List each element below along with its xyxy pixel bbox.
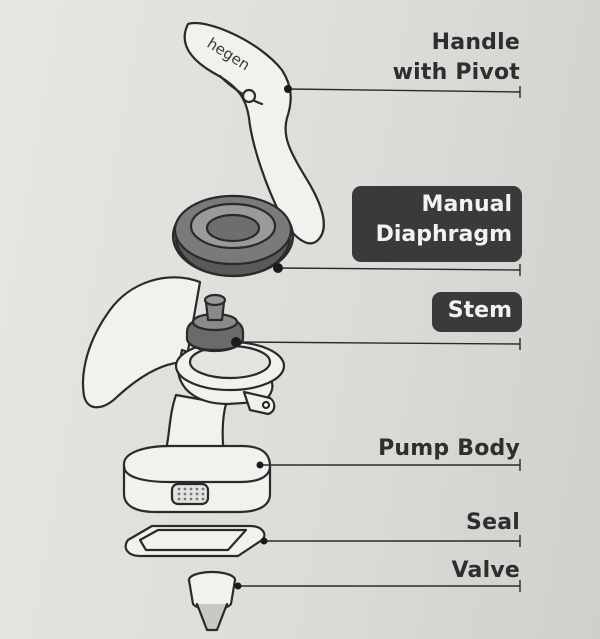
leader-dots xyxy=(231,85,292,590)
label-diaphragm-line1: Manual xyxy=(421,192,512,217)
valve-part xyxy=(187,570,237,632)
label-valve: Valve xyxy=(451,558,520,583)
label-handle-line2: with Pivot xyxy=(392,60,520,85)
label-stem: Stem xyxy=(432,292,522,332)
label-seal: Seal xyxy=(466,510,520,535)
diaphragm-part xyxy=(171,194,295,278)
handle-part: hegen xyxy=(183,21,325,245)
label-diaphragm: Manual Diaphragm xyxy=(352,186,522,262)
collar-part xyxy=(174,340,286,416)
pump-body-part xyxy=(122,393,272,514)
flange-part xyxy=(81,276,202,409)
leader-lines xyxy=(235,86,521,592)
seal-part xyxy=(124,524,266,558)
label-diaphragm-line2: Diaphragm xyxy=(375,222,512,247)
label-handle: Handle with Pivot xyxy=(330,28,520,88)
label-pump-body: Pump Body xyxy=(378,436,520,461)
label-handle-line1: Handle xyxy=(431,30,520,55)
label-stem-text: Stem xyxy=(447,298,512,323)
stem-part xyxy=(185,293,245,353)
